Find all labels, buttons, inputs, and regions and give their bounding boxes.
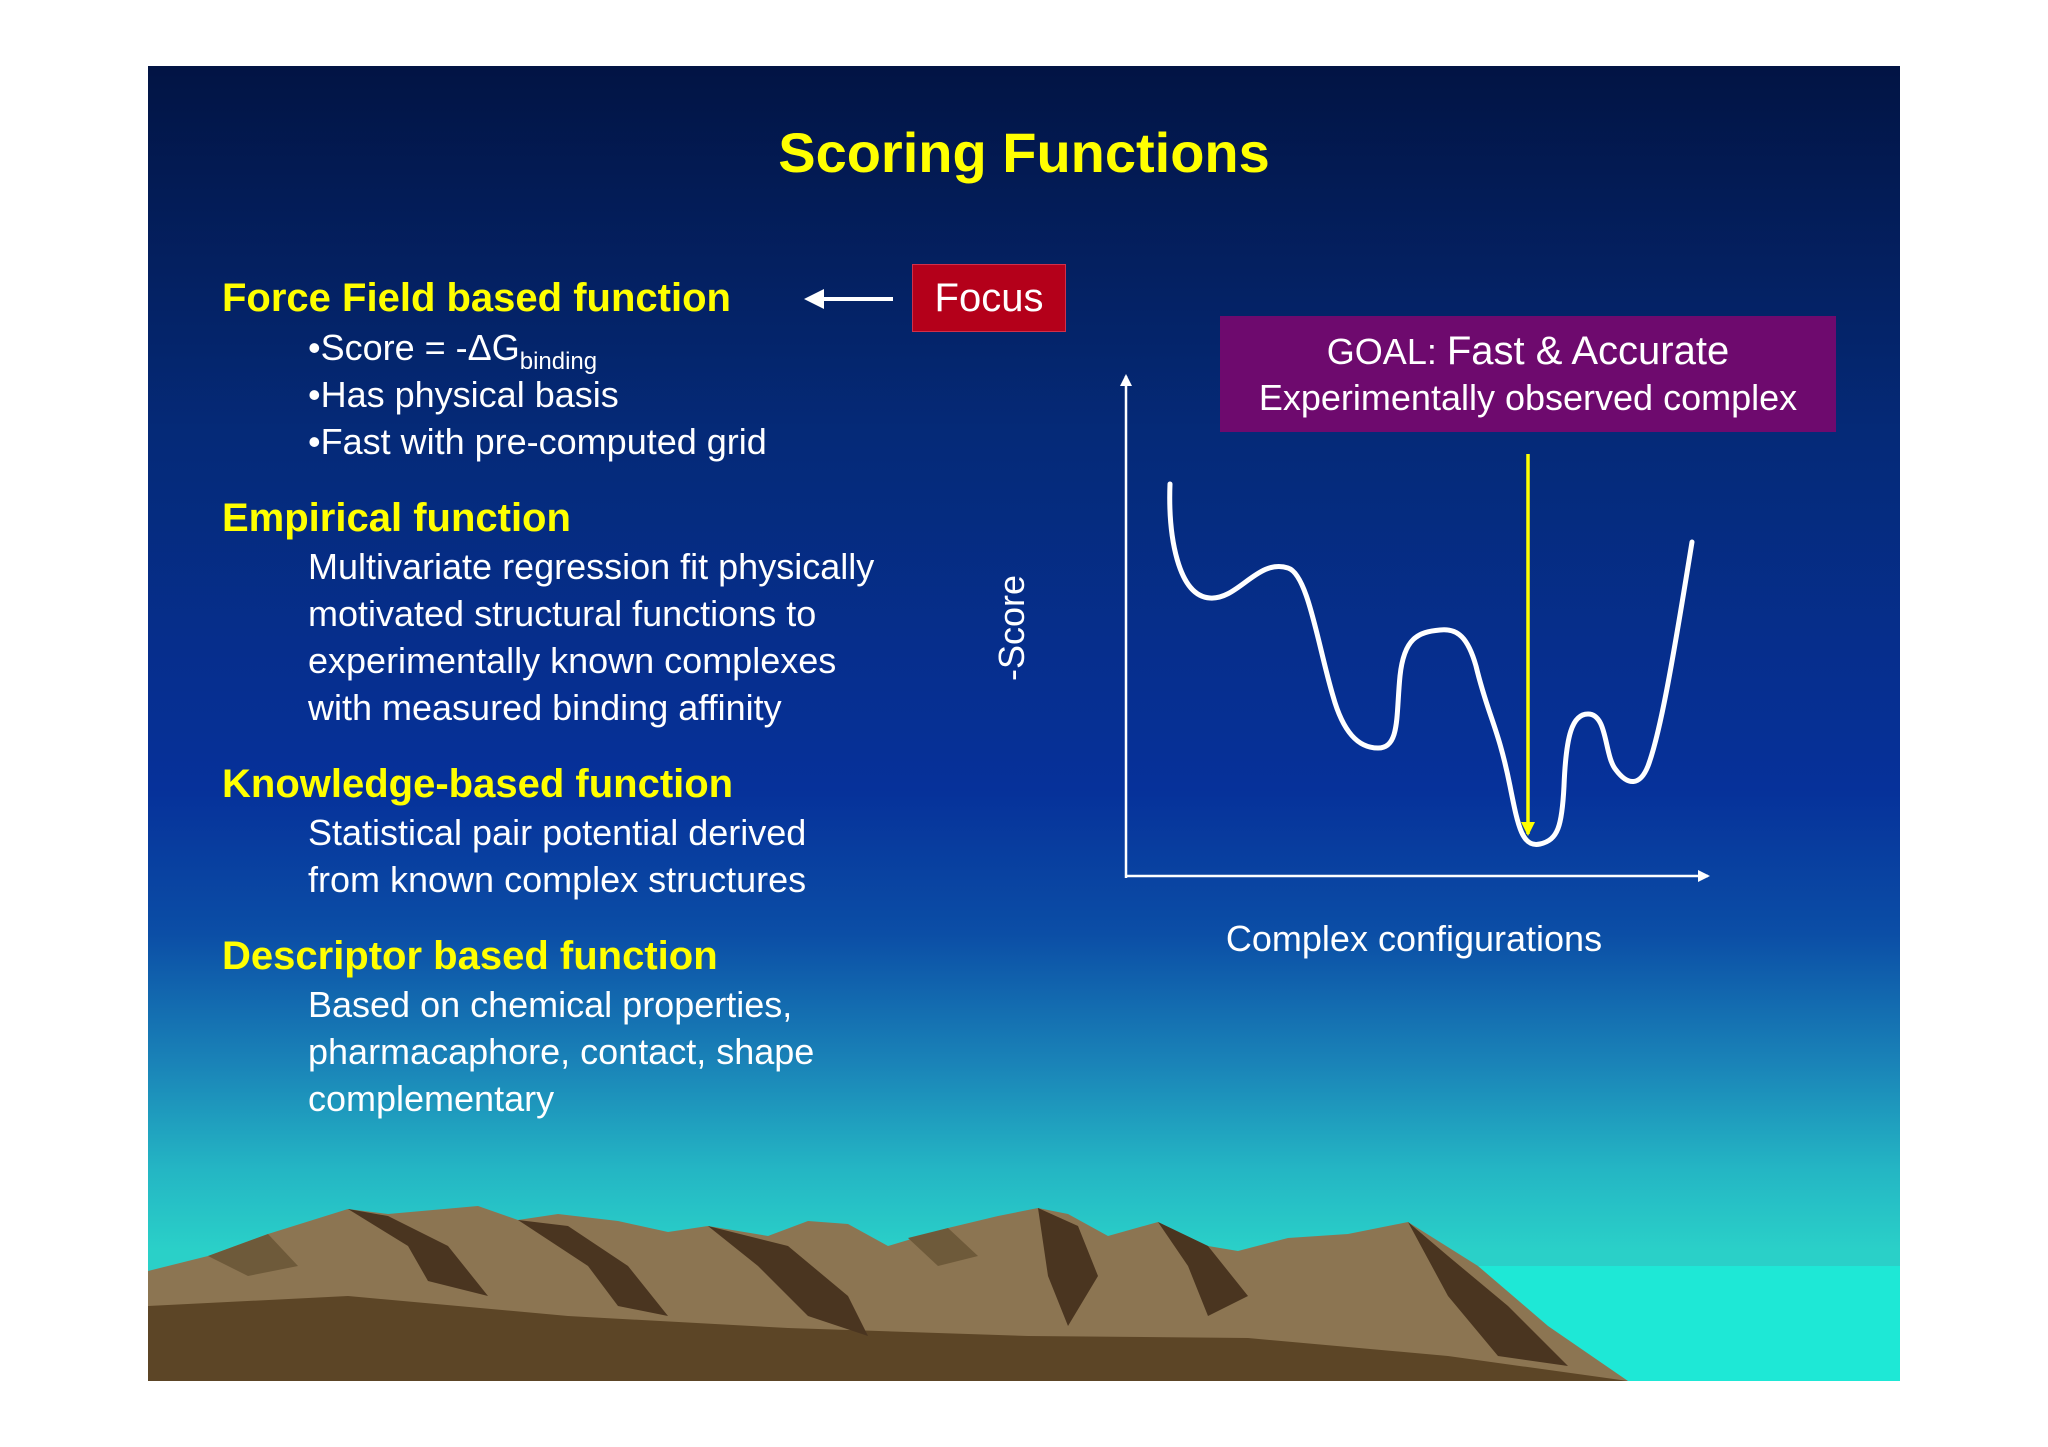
goal-prefix: GOAL: [1326,331,1447,372]
heading-empirical: Empirical function [222,496,571,540]
bullet-score-text: •Score = -ΔG [308,327,520,368]
knowledge-line: Statistical pair potential derived [308,812,807,853]
heading-descriptor: Descriptor based function [222,934,718,978]
descriptor-line: complementary [308,1078,555,1119]
heading-force-field: Force Field based function [222,276,731,320]
empirical-text: Multivariate regression fit physically m… [308,543,874,731]
descriptor-line: Based on chemical properties, [308,984,793,1025]
empirical-line: experimentally known complexes [308,640,837,681]
slide: Scoring Functions Force Field based func… [148,66,1900,1381]
bullet-score: •Score = -ΔGbinding [308,324,767,374]
descriptor-line: pharmacaphore, contact, shape [308,1031,815,1072]
empirical-line: motivated structural functions to [308,593,817,634]
descriptor-text: Based on chemical properties, pharmacaph… [308,981,814,1122]
knowledge-text: Statistical pair potential derived from … [308,809,806,903]
x-axis-label: Complex configurations [1225,918,1603,959]
empirical-line: Multivariate regression fit physically [308,546,875,587]
goal-line-2: Experimentally observed complex [1258,377,1798,418]
bullet-fast-grid: •Fast with pre-computed grid [308,421,767,462]
bullet-physical-basis: •Has physical basis [308,374,619,415]
y-axis-label: -Score [991,574,1032,682]
score-curve [1167,481,1695,847]
bullet-score-subscript: binding [519,348,598,375]
heading-knowledge: Knowledge-based function [222,762,734,806]
force-field-bullets: •Score = -ΔGbinding •Has physical basis … [308,324,767,465]
focus-arrow-head-icon [804,289,824,309]
focus-badge: Focus [912,264,1066,332]
mountain-landscape [148,1206,1900,1381]
goal-box: GOAL: Fast & Accurate Experimentally obs… [1220,316,1836,432]
empirical-line: with measured binding affinity [308,687,782,728]
energy-landscape-diagram [804,289,1710,882]
goal-emphasis: Fast & Accurate [1446,329,1730,373]
knowledge-line: from known complex structures [308,859,807,900]
slide-title: Scoring Functions [778,121,1270,184]
goal-line-1: GOAL: Fast & Accurate [1220,328,1836,375]
